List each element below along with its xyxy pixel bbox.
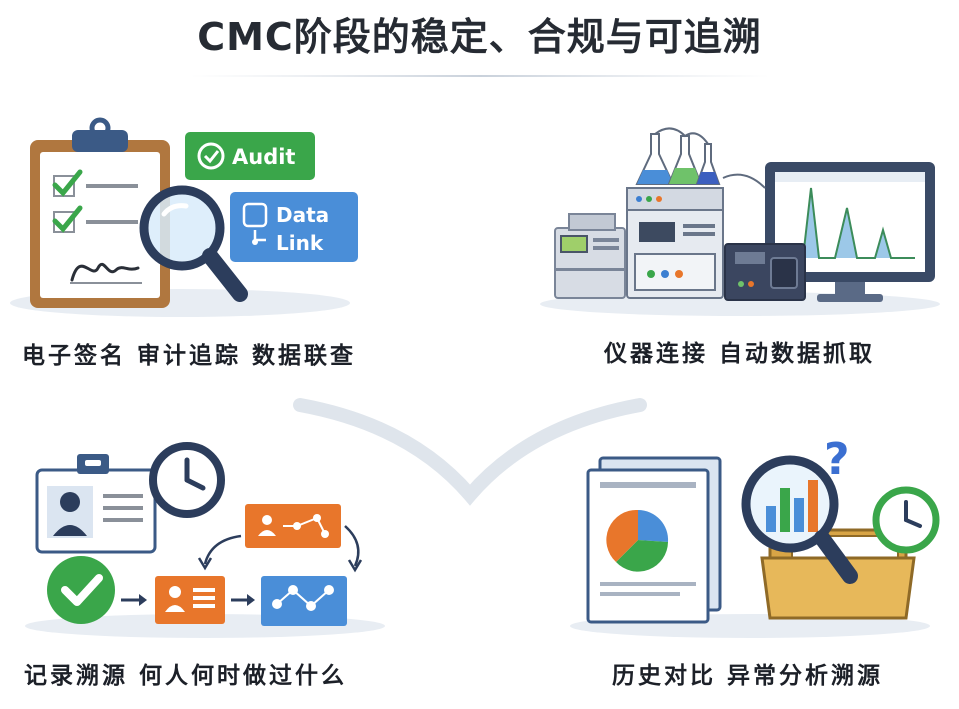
id-badge-icon bbox=[35, 454, 157, 554]
chromatogram-peaks bbox=[785, 187, 915, 259]
arrow-right-icon bbox=[231, 594, 255, 606]
cable-icon bbox=[722, 173, 766, 189]
checkbox-checked-icon bbox=[52, 169, 83, 197]
clipboard-icon bbox=[30, 117, 170, 308]
workflow-card-icon bbox=[245, 504, 341, 548]
network-card-icon bbox=[261, 576, 347, 626]
clock-icon bbox=[872, 486, 940, 554]
question-mark-icon: ? bbox=[824, 440, 850, 485]
magnifier-icon bbox=[741, 455, 858, 584]
flask-icons bbox=[635, 127, 721, 185]
title-divider bbox=[190, 75, 770, 77]
clock-icon bbox=[149, 442, 225, 518]
instrument-right-icon bbox=[724, 243, 806, 301]
caption-traceability: 记录溯源 何人何时做过什么 bbox=[24, 663, 348, 689]
link-label: Link bbox=[276, 231, 324, 255]
e-signature-illustration: Audit Data Link bbox=[10, 117, 358, 317]
caption-e-signature: 电子签名 审计追踪 数据联查 bbox=[22, 343, 357, 369]
arrow-curve-right-icon bbox=[344, 525, 360, 567]
data-link-icon bbox=[242, 202, 268, 245]
audit-badge: Audit bbox=[185, 132, 315, 180]
hplc-stack-icon bbox=[626, 187, 724, 299]
check-circle-icon bbox=[47, 556, 115, 624]
instrument-left-icon bbox=[554, 213, 626, 299]
caption-history: 历史对比 异常分析溯源 bbox=[612, 663, 884, 689]
data-link-badge: Data Link bbox=[230, 192, 358, 262]
traceability-illustration bbox=[25, 442, 385, 638]
monitor-icon bbox=[765, 162, 935, 302]
user-card-icon bbox=[155, 576, 225, 624]
background-chevron bbox=[293, 398, 647, 506]
instrument-illustration bbox=[540, 127, 940, 316]
arrow-curve-left-icon bbox=[203, 534, 242, 565]
data-label: Data bbox=[276, 203, 329, 227]
page-title: CMC阶段的稳定、合规与可追溯 bbox=[197, 15, 762, 59]
bar-chart-icon bbox=[766, 480, 818, 532]
pie-chart-icon bbox=[606, 509, 669, 572]
arrow-right-icon bbox=[121, 594, 147, 606]
check-circle-icon bbox=[197, 142, 225, 170]
report-document-icon bbox=[586, 456, 722, 624]
signature-icon bbox=[70, 262, 140, 282]
checkbox-checked-icon bbox=[52, 205, 83, 233]
caption-instrument: 仪器连接 自动数据抓取 bbox=[604, 341, 876, 367]
audit-label: Audit bbox=[232, 145, 295, 169]
magnifier-icon bbox=[139, 185, 248, 302]
history-illustration: ? bbox=[570, 440, 940, 638]
